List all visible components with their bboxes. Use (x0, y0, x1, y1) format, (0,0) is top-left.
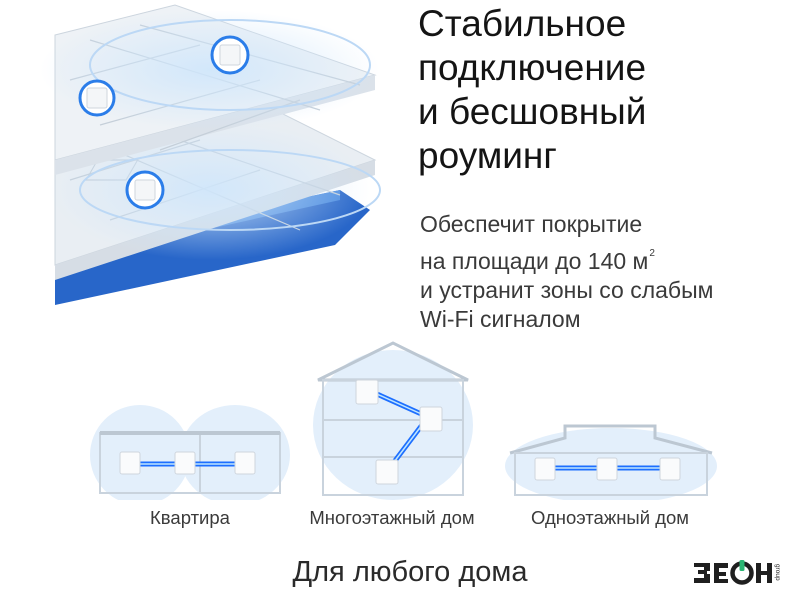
headline-line: подключение (418, 47, 647, 88)
description-area: на площади до 140 м (420, 248, 649, 274)
brand-logo: group (694, 560, 781, 585)
tagline: Для любого дома (292, 556, 528, 588)
scenario-label-multistory: Многоэтажный дом (309, 507, 475, 528)
description-line: Обеспечит покрытие (420, 211, 643, 237)
svg-text:group: group (774, 564, 781, 581)
apartment-mesh-icon (90, 405, 290, 500)
headline-line: и бесшовный (418, 91, 647, 132)
headline-line: Стабильное (418, 3, 627, 44)
scenario-label-single-story: Одноэтажный дом (530, 507, 690, 528)
single-story-house-mesh-icon (505, 424, 717, 500)
multistory-house-mesh-icon (313, 341, 473, 500)
description-line: Wi-Fi сигналом (420, 306, 581, 332)
description-area-superscript: 2 (649, 248, 655, 259)
headline-line: роуминг (418, 135, 557, 176)
description-line: на площади до 140 м2 (420, 239, 800, 276)
hero-floorplan-illustration (40, 4, 381, 305)
mesh-unit-icon (78, 35, 250, 210)
description: Обеспечит покрытие на площади до 140 м2 … (420, 210, 800, 334)
description-line: и устранит зоны со слабым (420, 277, 714, 303)
scenario-label-apartment: Квартира (150, 507, 230, 528)
headline: Стабильное подключение и бесшовный роуми… (418, 2, 798, 178)
